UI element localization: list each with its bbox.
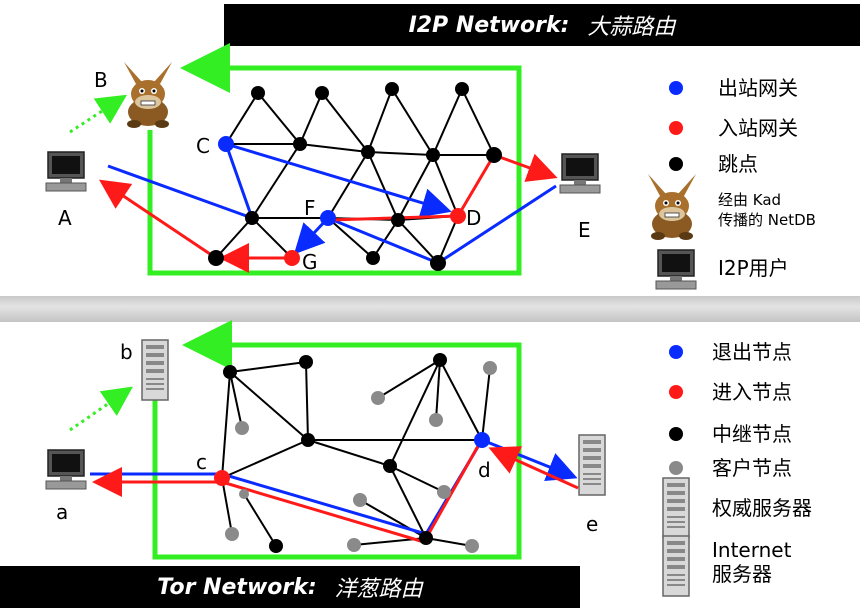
tor-label-b: b xyxy=(120,340,133,364)
tor-user-a-monitor-icon xyxy=(45,449,87,490)
i2p-label-d: D xyxy=(466,206,482,230)
legend-inbound-label: 入站网关 xyxy=(718,116,798,140)
tor-node-c xyxy=(214,470,230,486)
i2p-mesh xyxy=(215,88,495,264)
i2p-hop-nodes xyxy=(208,82,502,271)
tor-internet-e-server-icon xyxy=(578,434,606,496)
i2p-label-g: G xyxy=(302,250,318,274)
tor-title-zh: 洋葱路由 xyxy=(334,577,423,602)
legend-exit-dot xyxy=(669,345,683,359)
tor-network xyxy=(45,320,606,560)
legend-netdb-label: 经由 Kad 传播的 NetDB xyxy=(718,191,816,229)
i2p-node-g xyxy=(284,250,300,266)
i2p-netdb-mule-icon xyxy=(123,61,173,129)
i2p-user-a-monitor-icon xyxy=(45,151,87,192)
tor-relay-nodes xyxy=(223,353,447,553)
tor-label-d: d xyxy=(478,458,491,482)
legend-internet-server-icon xyxy=(662,535,690,597)
i2p-node-d xyxy=(450,208,466,224)
i2p-label-f: F xyxy=(304,196,316,220)
legend-relay-dot xyxy=(669,427,683,441)
legend-outbound-label: 出站网关 xyxy=(718,76,798,100)
legend-internet-label: Internet 服务器 xyxy=(712,538,792,586)
legend-hop-label: 跳点 xyxy=(718,152,758,176)
legend-exit-label: 退出节点 xyxy=(712,340,792,364)
tor-client-nodes xyxy=(225,361,497,553)
legend-authority-server-icon xyxy=(662,477,690,539)
tor-authority-b-server-icon xyxy=(141,339,169,401)
i2p-label-e: E xyxy=(578,218,591,242)
legend-client-label: 客户节点 xyxy=(712,456,792,480)
legend-entry-label: 进入节点 xyxy=(712,380,792,404)
tor-label-a: a xyxy=(56,500,69,524)
i2p-title-en: I2P Network: xyxy=(408,12,570,38)
legend-inbound-dot xyxy=(669,121,683,135)
legend-relay-label: 中继节点 xyxy=(712,422,792,446)
legend-user-label: I2P用户 xyxy=(718,256,789,280)
tor-mesh xyxy=(221,359,491,547)
i2p-label-b: B xyxy=(94,68,108,92)
tor-node-d xyxy=(474,432,490,448)
tor-label-e: e xyxy=(586,512,599,536)
tor-frame xyxy=(152,320,522,560)
tor-title-en: Tor Network: xyxy=(157,574,317,600)
legend-hop-dot xyxy=(669,157,683,171)
tor-title-bar: Tor Network: 洋葱路由 xyxy=(0,566,580,608)
tor-entry-paths xyxy=(92,445,579,544)
tor-a-b-link xyxy=(69,386,133,432)
legend-entry-dot xyxy=(669,385,683,399)
i2p-outbound-paths xyxy=(107,142,557,265)
tor-label-c: c xyxy=(196,450,207,474)
section-divider xyxy=(0,296,860,322)
legend-netdb-mule-icon xyxy=(647,173,697,241)
legend-authority-label: 权威服务器 xyxy=(712,496,812,520)
i2p-frame xyxy=(147,43,522,276)
i2p-title-bar: I2P Network: 大蒜路由 xyxy=(224,4,860,46)
i2p-a-b-link xyxy=(69,94,128,134)
i2p-user-e-monitor-icon xyxy=(559,153,601,194)
i2p-inbound-paths xyxy=(99,153,558,273)
legend-user-monitor-icon xyxy=(655,249,697,290)
i2p-node-f xyxy=(320,210,336,226)
i2p-title-zh: 大蒜路由 xyxy=(587,15,676,40)
legend-client-dot xyxy=(669,461,683,475)
i2p-node-c xyxy=(218,136,234,152)
i2p-label-c: C xyxy=(196,134,210,158)
legend-outbound-dot xyxy=(669,81,683,95)
i2p-network xyxy=(45,43,601,276)
i2p-label-a: A xyxy=(58,206,72,230)
